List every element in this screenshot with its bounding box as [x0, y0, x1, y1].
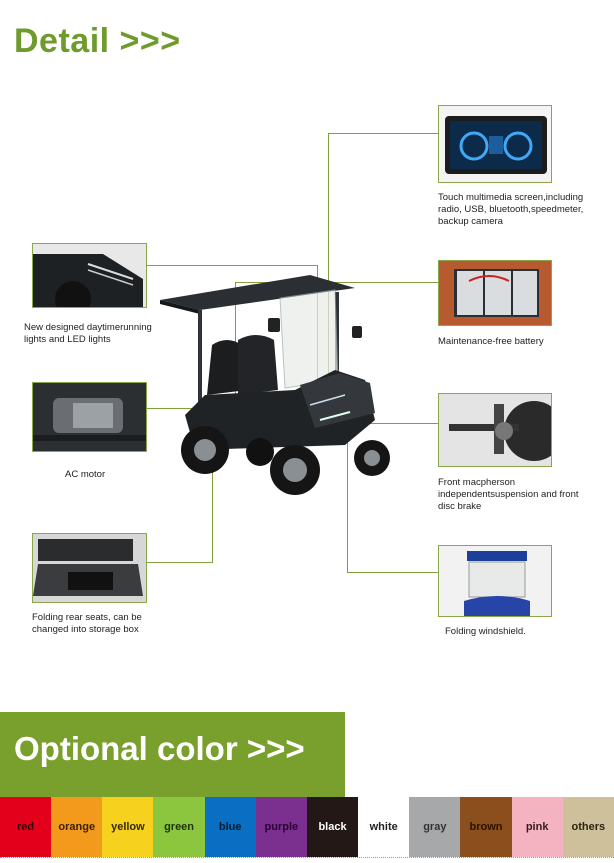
- seats-photo: [32, 533, 147, 603]
- motor-caption: AC motor: [65, 469, 106, 480]
- suspension-caption: Front macpherson independentsuspension a…: [438, 477, 579, 512]
- golf-cart-image: [160, 270, 390, 495]
- color-swatch-gray: gray: [409, 797, 461, 857]
- color-swatch-green: green: [153, 797, 205, 857]
- connector-line: [212, 440, 213, 562]
- color-swatch-red: red: [0, 797, 52, 857]
- color-swatch-brown: brown: [460, 797, 512, 857]
- color-swatch-others: others: [562, 797, 614, 857]
- windshield-photo: [438, 545, 552, 617]
- color-swatch-yellow: yellow: [102, 797, 154, 857]
- bottom-divider: [0, 857, 614, 859]
- screen-photo: [438, 105, 552, 183]
- connector-line: [328, 133, 438, 134]
- screen-caption: Touch multimedia screen,including radio,…: [438, 192, 584, 227]
- optional-color-title: Optional color >>>: [14, 730, 305, 767]
- connector-line: [147, 562, 213, 563]
- connector-line: [147, 265, 317, 266]
- optional-color-band: [0, 712, 345, 797]
- windshield-caption: Folding windshield.: [445, 626, 526, 637]
- connector-line: [370, 423, 438, 424]
- color-swatch-black: black: [306, 797, 359, 857]
- lights-caption: New designed daytimerunning lights and L…: [24, 322, 152, 345]
- color-swatch-purple: purple: [255, 797, 307, 857]
- color-swatch-blue: blue: [204, 797, 256, 857]
- motor-photo: [32, 382, 147, 452]
- seats-caption: Folding rear seats, can be changed into …: [32, 612, 142, 635]
- color-swatch-orange: orange: [51, 797, 103, 857]
- connector-line: [347, 400, 348, 572]
- lights-photo: [32, 243, 147, 308]
- color-swatch-white: white: [358, 797, 410, 857]
- suspension-photo: [438, 393, 552, 467]
- connector-line: [347, 572, 438, 573]
- connector-line: [328, 133, 329, 383]
- battery-caption: Maintenance-free battery: [438, 336, 544, 347]
- color-swatch-pink: pink: [511, 797, 563, 857]
- battery-photo: [438, 260, 552, 326]
- page-title: Detail >>>: [14, 22, 181, 60]
- connector-line: [235, 282, 438, 283]
